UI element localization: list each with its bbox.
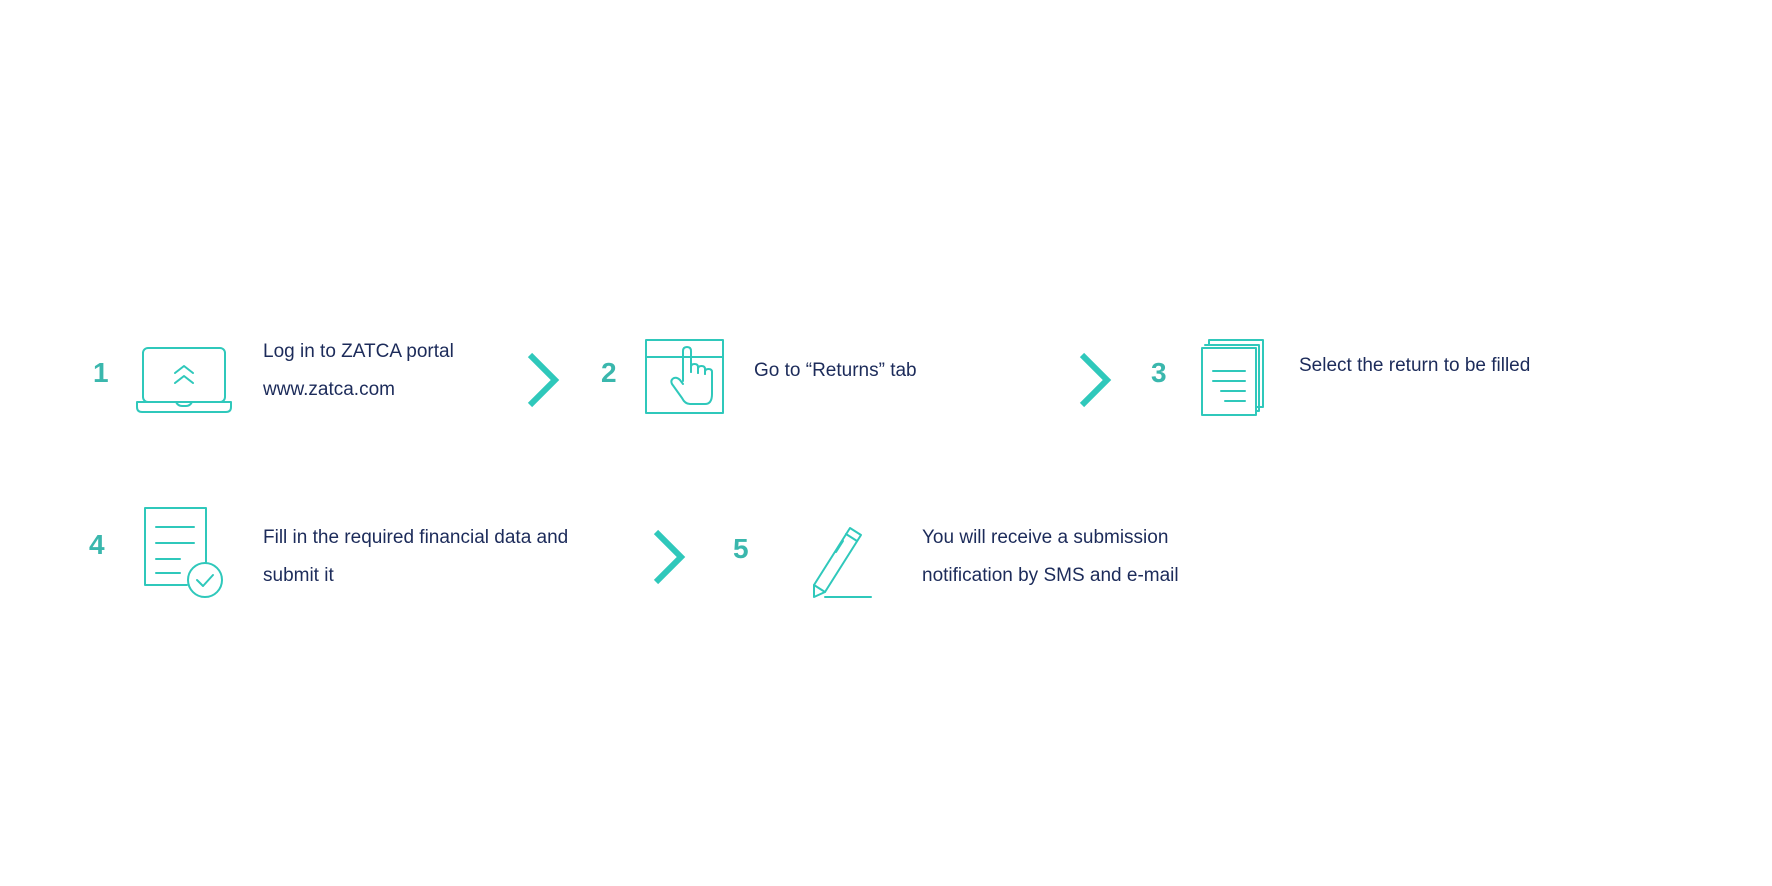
document-check-icon	[144, 507, 226, 599]
pencil-icon	[811, 527, 873, 599]
documents-stack-icon	[1201, 339, 1265, 417]
step-4-line-1: Fill in the required financial data and	[263, 527, 569, 548]
step-3-text: Select the return to be filled	[1299, 347, 1530, 385]
step-1-number: 1	[93, 357, 109, 388]
step-4-text: Fill in the required financial data and …	[263, 519, 568, 595]
chevron-right-icon	[1079, 352, 1112, 408]
step-1-line-1: Log in to ZATCA portal	[263, 341, 454, 362]
step-2-line-1: Go to “Returns” tab	[754, 360, 917, 381]
step-1-text: Log in to ZATCA portal www.zatca.com	[263, 333, 454, 409]
laptop-login-icon	[136, 347, 232, 413]
step-5-line-1: You will receive a submission	[922, 527, 1169, 548]
step-2-number: 2	[601, 357, 617, 388]
chevron-right-icon	[653, 529, 686, 585]
step-3-number: 3	[1151, 357, 1167, 388]
step-4-line-2: submit it	[263, 565, 334, 586]
step-5-text: You will receive a submission notificati…	[922, 519, 1179, 595]
step-5-number: 5	[733, 533, 749, 564]
step-4-number: 4	[89, 529, 105, 560]
hand-tap-tab-icon	[645, 339, 725, 415]
chevron-right-icon	[527, 352, 560, 408]
step-3-line-1: Select the return to be filled	[1299, 355, 1531, 376]
step-1-line-2: www.zatca.com	[263, 379, 395, 400]
step-5-line-2: notification by SMS and e-mail	[922, 565, 1179, 586]
step-2-text: Go to “Returns” tab	[754, 352, 917, 390]
